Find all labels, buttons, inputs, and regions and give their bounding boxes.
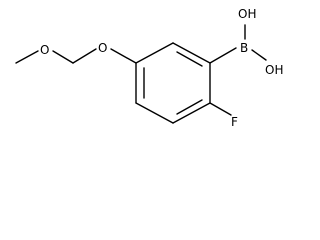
bond-boron-oh-bottom [251, 49, 267, 61]
bond-ring-boron [209, 47, 237, 64]
ring-bond-c1-c2 [172, 42, 211, 64]
structure-canvas: OH OH B F O O [15, 7, 283, 129]
ring-bond-c3-c4 [172, 102, 211, 124]
bond-methylene-ether-oxygen [52, 50, 74, 64]
ring-bond-c6-c1 [135, 42, 174, 64]
bond-ring-oxygen [110, 48, 137, 64]
oh-bottom-label: OH [265, 63, 283, 77]
ring-bond-c4-c5 [135, 102, 174, 124]
oh-top-label: OH [238, 7, 256, 21]
bond-ring-fluorine [209, 102, 232, 116]
bond-oxygen-methylene [72, 48, 97, 64]
bond-ether-oxygen-methyl [15, 50, 39, 64]
fluorine-label: F [231, 115, 238, 129]
ring-double-bond-inner-2 [176, 99, 203, 115]
ring-double-bond-inner-1 [176, 51, 203, 67]
boron-label: B [240, 41, 248, 55]
ether-oxygen-label: O [40, 43, 49, 57]
chemical-structure-diagram: OH OH B F O O [15, 7, 283, 129]
ring-oxygen-label: O [98, 41, 107, 55]
